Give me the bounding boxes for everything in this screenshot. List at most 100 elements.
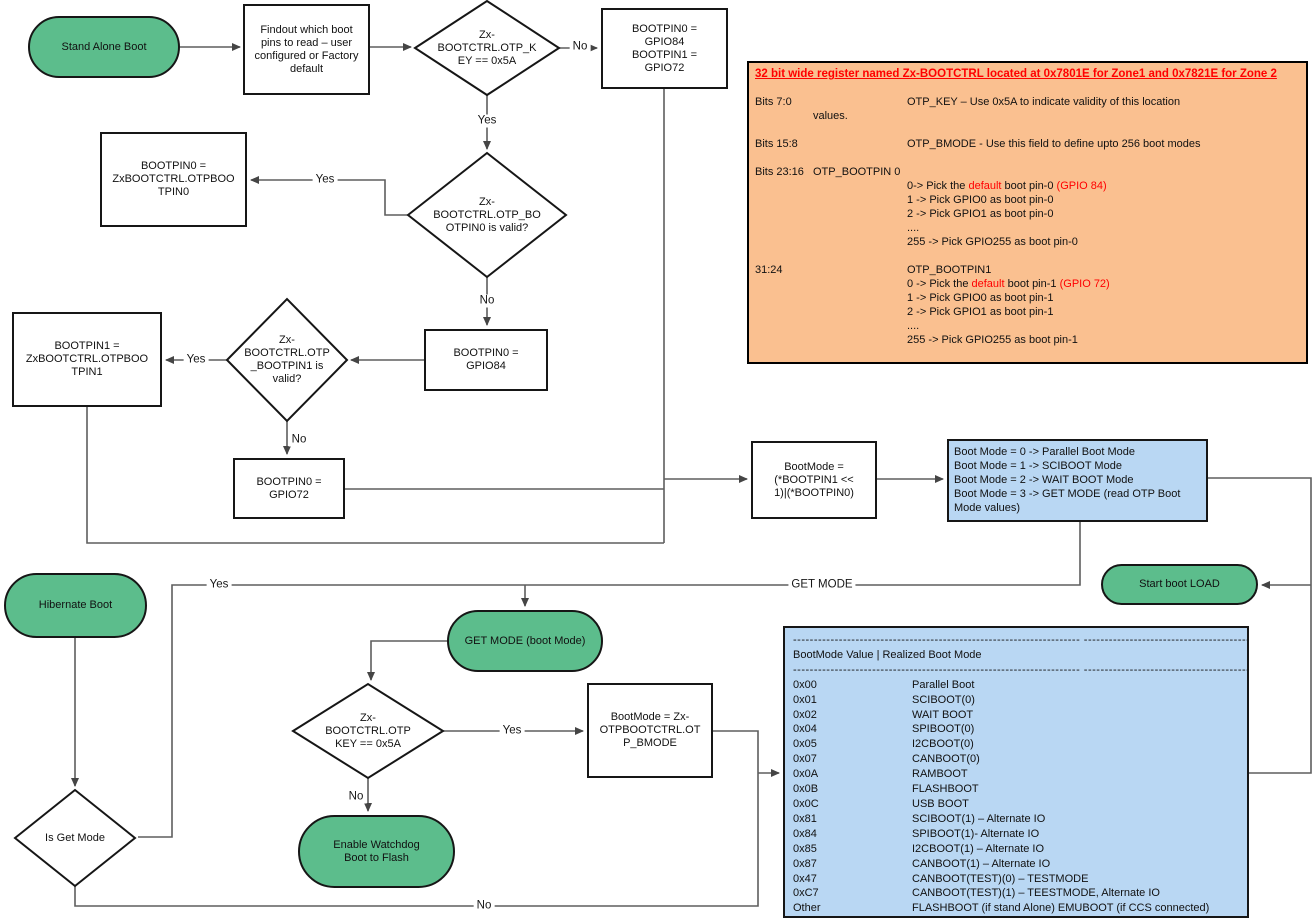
note-pin0-opt2-text: 2 -> Pick GPIO1 as boot pin-0 [907, 208, 1054, 220]
edge-label-no-top: No [569, 40, 591, 54]
process-bootpin-defaults: BOOTPIN0 = GPIO84 BOOTPIN1 = GPIO72 [601, 8, 728, 89]
table-separator-top: ----------------------------------------… [793, 634, 1247, 646]
note-pin1-opt255-text: 255 -> Pick GPIO255 as boot pin-1 [907, 334, 1078, 346]
boot-mode-value: 0x0B [793, 783, 819, 796]
decision-otp-bootpin0-valid-shape [406, 151, 568, 279]
note-pin0-opt2: 2 -> Pick GPIO1 as boot pin-0 [755, 207, 1300, 221]
table-row: 0x0B FLASHBOOT [793, 782, 1247, 797]
boot-mode-value: 0x47 [793, 872, 817, 885]
edge-label-yes-top: Yes [474, 114, 500, 128]
boot-mode-value: 0x84 [793, 827, 817, 840]
decision-is-get-mode-shape [13, 788, 137, 888]
boot-mode-value: 0x85 [793, 842, 817, 855]
decision-otp-bootpin0-valid-label: Zx- BOOTCTRL.OTP_BO OTPIN0 is valid? [433, 195, 541, 234]
boot-mode-name: CANBOOT(TEST)(0) – TESTMODE [912, 872, 1089, 885]
edge-label-no-pin1: No [288, 433, 310, 447]
note-pin1-opt255: 255 -> Pick GPIO255 as boot pin-1 [755, 333, 1300, 347]
note-pin1-dots: .... [755, 319, 1300, 333]
note-pin0-opt0: 0-> Pick the default boot pin-0 (GPIO 84… [755, 179, 1300, 193]
table-separator-bottom: ----------------------------------------… [793, 663, 1247, 676]
boot-mode-name: CANBOOT(TEST)(1) – TEESTMODE, Alternate … [912, 887, 1160, 900]
edge-label-yes-pin0: Yes [312, 173, 338, 187]
boot-mode-value: 0x81 [793, 812, 817, 825]
note-pin0-dots: .... [755, 221, 1300, 235]
start-hibernate-boot: Hibernate Boot [4, 573, 147, 638]
note-pin1-opt2: 2 -> Pick GPIO1 as boot pin-1 [755, 305, 1300, 319]
table-row: 0x47 CANBOOT(TEST)(0) – TESTMODE [793, 872, 1247, 887]
boot-mode-value: Other [793, 902, 821, 915]
boot-mode-value: 0xC7 [793, 887, 819, 900]
edge-label-yes-key: Yes [499, 724, 525, 738]
boot-mode-value: 0x0C [793, 797, 819, 810]
process-bootpin0-from-otp: BOOTPIN0 = ZxBOOTCTRL.OTPBOO TPIN0 [100, 132, 247, 227]
table-row: 0xC7 CANBOOT(TEST)(1) – TEESTMODE, Altern… [793, 886, 1247, 901]
note-bootmode-values: Boot Mode = 0 -> Parallel Boot Mode Boot… [947, 439, 1208, 522]
terminator-start-boot-load: Start boot LOAD [1101, 564, 1258, 605]
note-bits-31-24-text: OTP_BOOTPIN1 [907, 264, 992, 276]
note-pin0-opt255: 255 -> Pick GPIO255 as boot pin-0 [755, 235, 1300, 249]
note-bits-23-16: Bits 23:16 OTP_BOOTPIN 0 [755, 165, 1300, 179]
wire-bootpin1otp-join [86, 407, 664, 544]
note-pin0-opt1: 1 -> Pick GPIO0 as boot pin-0 [755, 193, 1300, 207]
edge-label-no-bottom: No [473, 899, 495, 913]
decision-otp-key-top-shape [413, 0, 561, 97]
note-pin1-opt0-gpio: (GPIO 72) [1059, 278, 1110, 290]
terminator-get-mode: GET MODE (boot Mode) [447, 610, 603, 672]
boot-mode-value: 0x07 [793, 753, 817, 766]
note-bits-15-8: Bits 15:8 OTP_BMODE - Use this field to … [755, 137, 1300, 151]
decision-otp-key-top-label: Zx- BOOTCTRL.OTP_K EY == 0x5A [437, 28, 537, 67]
note-pin1-opt1: 1 -> Pick GPIO0 as boot pin-1 [755, 291, 1300, 305]
boot-mode-name: FLASHBOOT [912, 783, 979, 796]
note-pin1-opt0: 0 -> Pick the default boot pin-1 (GPIO 7… [755, 277, 1300, 291]
note-pin1-opt0-pre: 0 -> Pick the [907, 278, 972, 290]
edge-label-get-mode: GET MODE [788, 578, 856, 592]
boot-mode-name: WAIT BOOT [912, 708, 974, 721]
note-pin1-dots-text: .... [907, 320, 920, 332]
note-pin0-opt0-pre: 0-> Pick the [907, 180, 969, 192]
process-bootmode-from-otp: BootMode = Zx- OTPBOOTCTRL.OT P_BMODE [587, 683, 713, 778]
process-bootmode-calc: BootMode = (*BOOTPIN1 << 1)|(*BOOTPIN0) [751, 441, 877, 519]
wire-isgetmode-no-bottom [74, 730, 759, 907]
note-pin0-opt0-default: default [968, 180, 1002, 192]
boot-mode-value: 0x87 [793, 857, 817, 870]
terminator-watchdog-flash: Enable Watchdog Boot to Flash [298, 815, 455, 888]
boot-mode-name: CANBOOT(0) [912, 753, 980, 766]
boot-mode-value: 0x01 [793, 693, 817, 706]
edge-label-yes-pin1: Yes [183, 353, 209, 367]
table-boot-modes: ----------------------------------------… [783, 626, 1249, 918]
process-bootpin1-from-otp: BOOTPIN1 = ZxBOOTCTRL.OTPBOO TPIN1 [12, 312, 162, 407]
note-bits-15-8-text: OTP_BMODE - Use this field to define upt… [907, 138, 1201, 150]
note-bits-7-0-label: Bits 7:0 [755, 96, 792, 108]
note-bits-7-0-cont-text: values. [813, 110, 848, 122]
decision-otp-key-bottom-label: Zx- BOOTCTRL.OTP KEY == 0x5A [325, 711, 411, 750]
boot-mode-name: I2CBOOT(0) [912, 738, 974, 751]
note-pin1-opt2-text: 2 -> Pick GPIO1 as boot pin-1 [907, 306, 1054, 318]
note-bits-31-24: 31:24 OTP_BOOTPIN1 [755, 263, 1300, 277]
decision-otp-bootpin1-valid-label: Zx- BOOTCTRL.OTP _BOOTPIN1 is valid? [244, 334, 330, 385]
note-pin0-opt1-text: 1 -> Pick GPIO0 as boot pin-0 [907, 194, 1054, 206]
decision-otp-bootpin1-valid-shape [225, 297, 349, 423]
note-pin1-opt0-default: default [971, 278, 1005, 290]
start-stand-alone-boot: Stand Alone Boot [28, 16, 180, 78]
note-bits-23-16-label: Bits 23:16 [755, 166, 804, 178]
boot-mode-name: SPIBOOT(0) [912, 723, 975, 736]
wire-getmode-long [138, 522, 1081, 838]
decision-otp-key-bottom-shape [291, 682, 445, 780]
edge-label-no-pin0: No [476, 294, 498, 308]
table-row: 0x07 CANBOOT(0) [793, 752, 1247, 767]
boot-mode-name: Parallel Boot [912, 678, 975, 691]
edge-label-yes-getmode: Yes [206, 578, 232, 592]
boot-mode-name: FLASHBOOT (if stand Alone) EMUBOOT (if C… [912, 902, 1210, 915]
note-pin1-opt0-mid: boot pin-1 [1004, 278, 1060, 290]
note-bits-7-0-text: OTP_KEY – Use 0x5A to indicate validity … [907, 96, 1181, 108]
note-pin0-opt0-mid: boot pin-0 [1001, 180, 1057, 192]
edge-label-no-key: No [345, 790, 367, 804]
